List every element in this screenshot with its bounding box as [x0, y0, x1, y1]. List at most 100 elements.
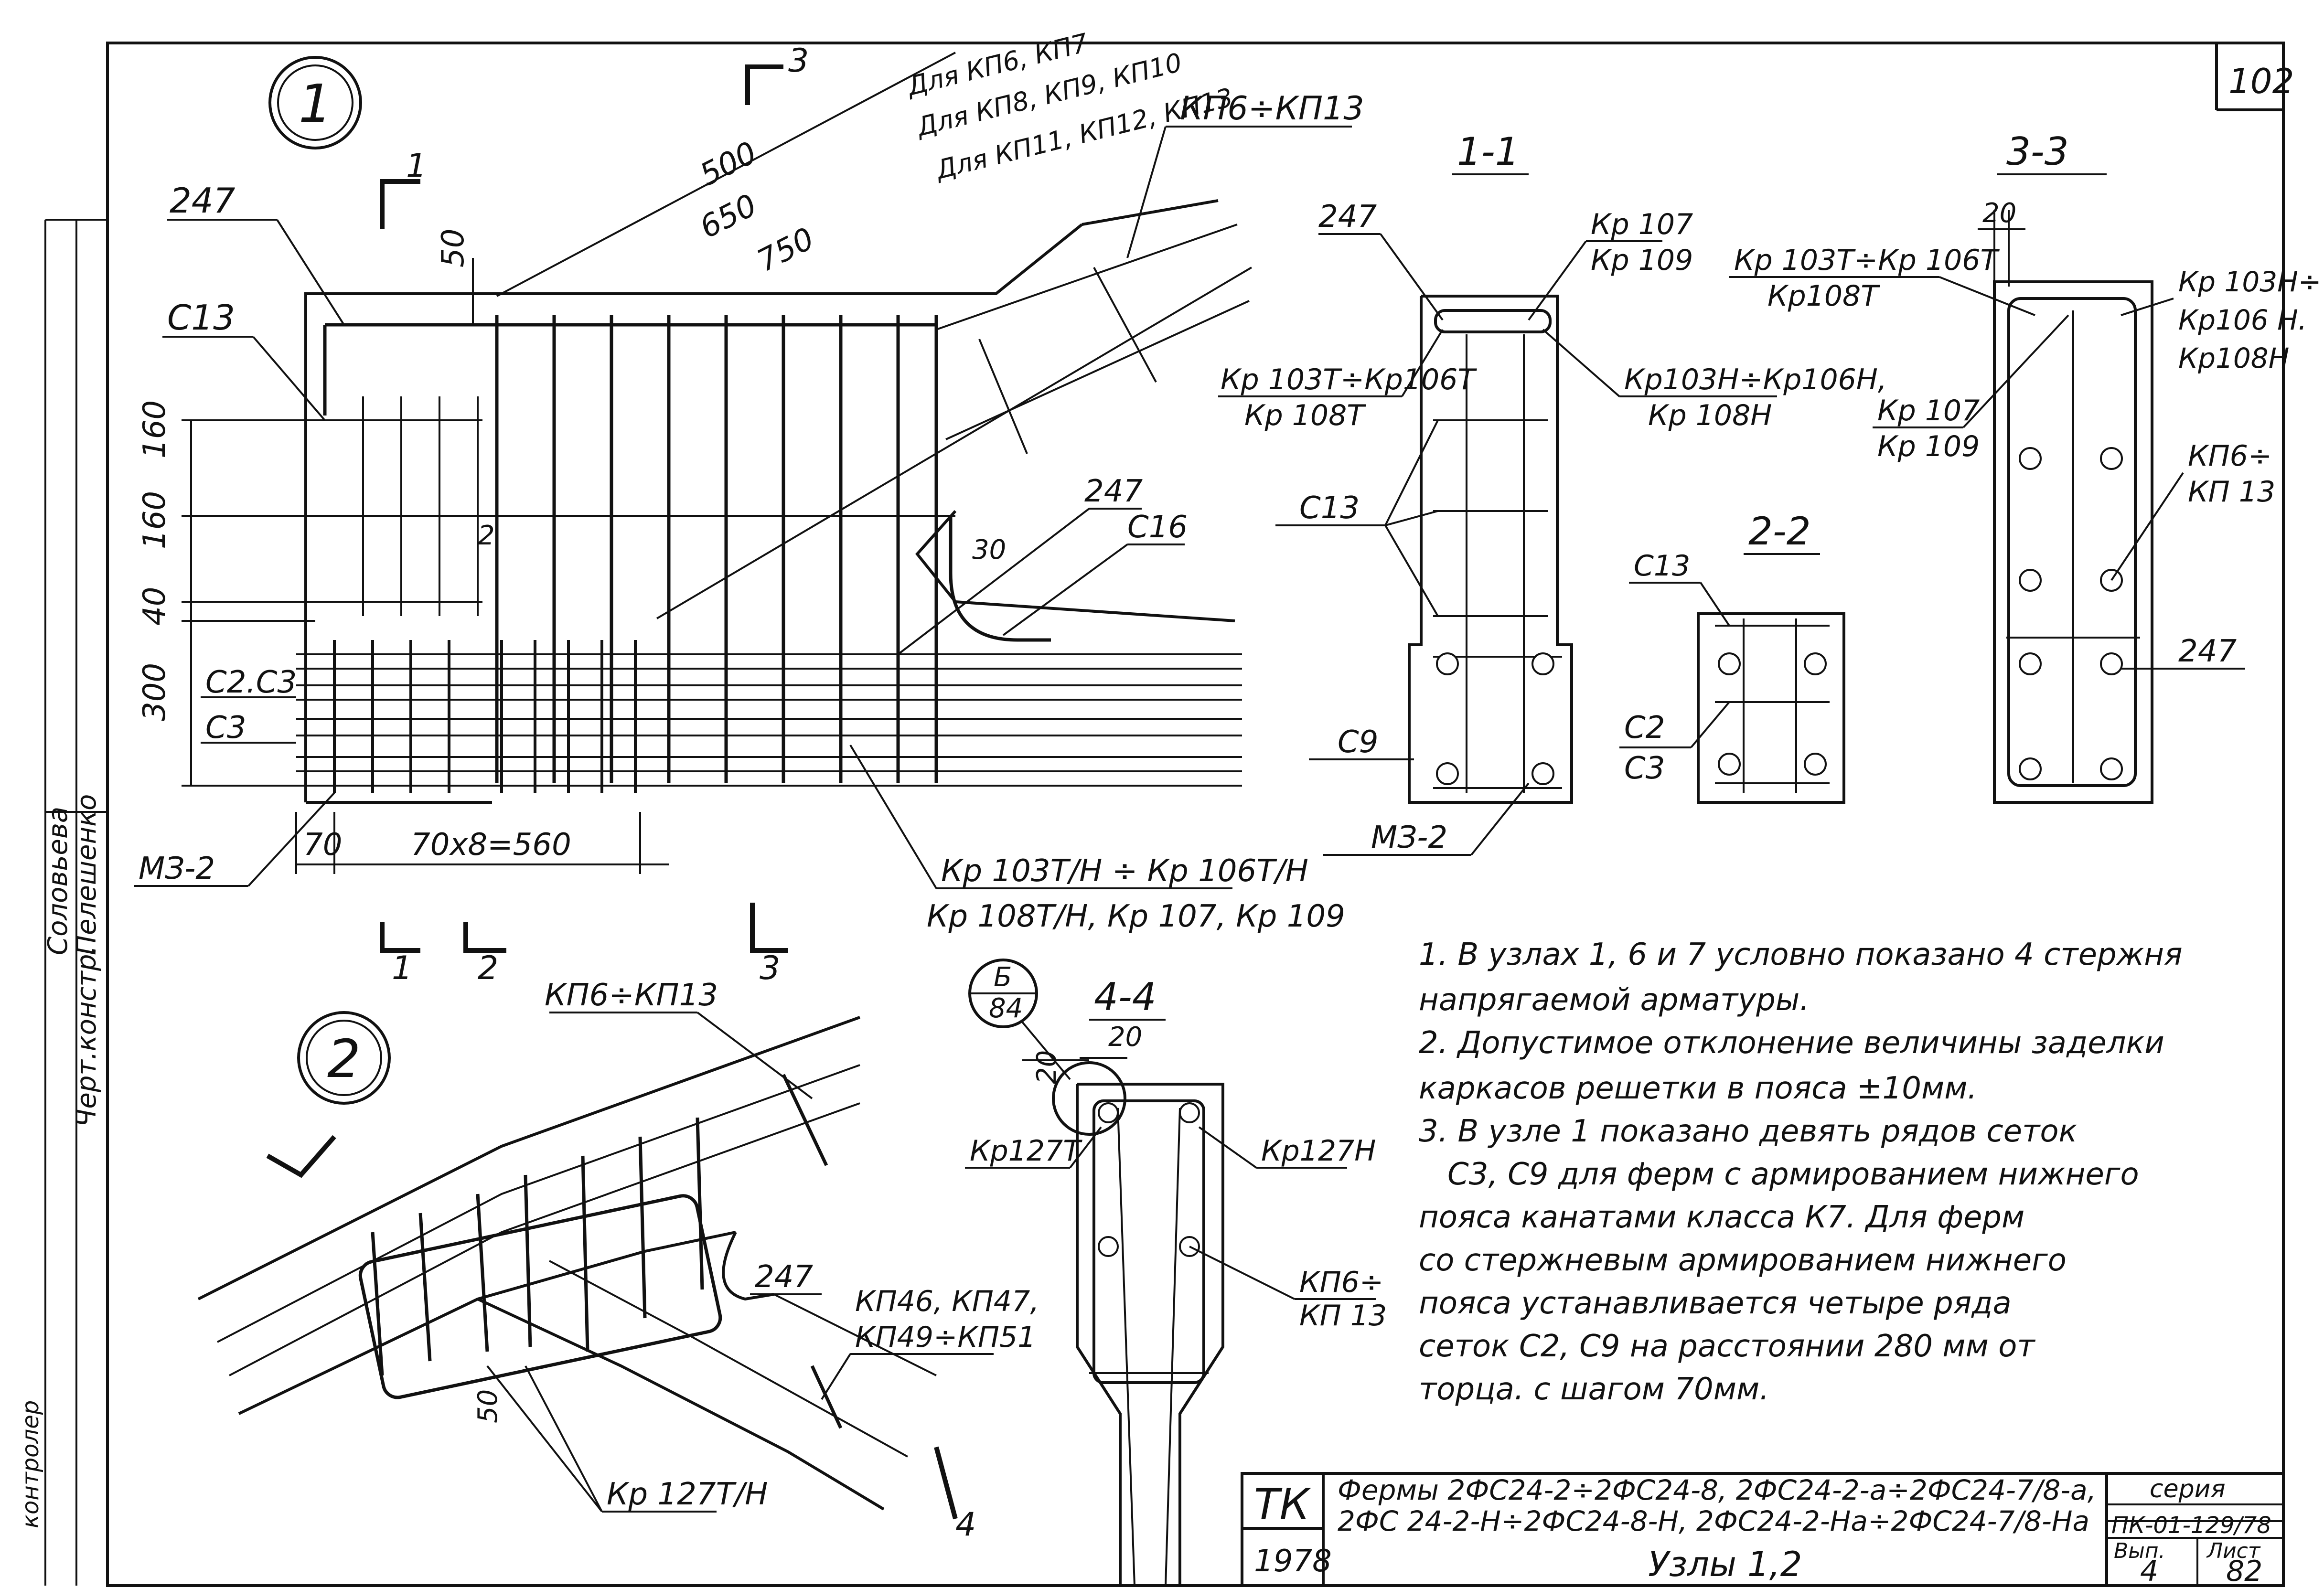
node-2-label-kp46: КП46, КП47,: [855, 1285, 1039, 1318]
cut-3-top-label: 3: [788, 42, 809, 80]
note-line-10: сеток С2, С9 на расстоянии 280 мм от: [1419, 1329, 2035, 1364]
section-3-3-label-kp109: Кр 109: [1877, 430, 1980, 463]
section-1-1-label-kp107: Кр 107: [1591, 208, 1693, 241]
node-1-dim-560: 70х8=560: [411, 827, 571, 863]
title-block-series-label: серия: [2150, 1475, 2226, 1503]
node-1-c16-curve: [949, 516, 1051, 642]
note-line-9: пояса устанавливается четыре ряда: [1419, 1286, 2012, 1321]
section-4-4-outline-left: [1076, 1084, 1122, 1586]
title-block-sheet-label: Лист: [2206, 1539, 2261, 1563]
node-1-dim-160b: 160: [137, 491, 172, 549]
section-4-4-callout-circle: [1052, 1061, 1126, 1136]
section-1-1-label-kp108h: Кр 108Н: [1648, 399, 1772, 432]
section-3-3-label-kp6: КП6÷: [2188, 439, 2272, 473]
section-4-4-label-kp127t: Кр127Т: [970, 1134, 1082, 1168]
section-3-3-title: 3-3: [2006, 129, 2069, 174]
node-1-dim-50: 50: [436, 229, 471, 267]
section-1-1-hole: [1436, 652, 1459, 675]
node-1-label-247: 247: [170, 181, 236, 221]
left-stamp-strip: Черт.констр. Пелешенко Соловьева контрол…: [17, 794, 102, 1528]
section-4-4-label-kp13: КП 13: [1299, 1299, 1387, 1332]
section-2-2: 2-2 С13 С2 С3: [1619, 509, 1845, 804]
title-block-org: ТК: [1254, 1480, 1311, 1529]
node-1-label-c16: С16: [1127, 510, 1188, 545]
section-1-1-top-bar: [1434, 309, 1552, 333]
title-block-subject: Узлы 1,2: [1648, 1544, 1802, 1584]
cut-mark-2-bottom: [463, 922, 506, 953]
title-block: ТК 1978 Фермы 2ФС24-2÷2ФС24-8, 2ФС24-2-а…: [1241, 1472, 2285, 1588]
title-block-sheet: 82: [2226, 1555, 2262, 1588]
node-1-dim-70: 70: [303, 827, 342, 863]
note-line-3: 2. Допустимое отклонение величины заделк…: [1419, 1025, 2164, 1061]
cut-2-bottom-label: 2: [478, 949, 498, 987]
section-2-2-outline: [1697, 612, 1845, 804]
title-block-year: 1978: [1254, 1544, 1332, 1579]
sheet-number: 102: [2228, 61, 2294, 101]
node-2-verticals: [371, 1074, 843, 1429]
node-1-dim-750: 750: [752, 221, 820, 279]
section-3-3-label-kp108t: Кр108Т: [1767, 279, 1880, 313]
node-2-top-chord-top: [197, 1016, 861, 1300]
leader-c13-b: [252, 336, 326, 421]
node-1-bottom-chord: [296, 653, 1242, 787]
node-2-marker-ring: [297, 1011, 391, 1105]
cut-mark-4: [934, 1446, 958, 1520]
node-1-vertical-bars: [495, 315, 938, 783]
node-1-dim-40: 40: [137, 587, 172, 626]
node-2-frame: [358, 1194, 722, 1399]
section-2-2-label-c13: С13: [1634, 549, 1690, 583]
leader-c16-b: [1002, 544, 1128, 636]
section-1-1-label-kp108t: Кр 108Т: [1244, 399, 1366, 432]
node-1-diag-top-edge: [1082, 199, 1219, 226]
cut-3-bottom-label: 3: [760, 949, 780, 987]
node-1-diag-stirrup-1: [978, 339, 1028, 454]
section-4-4-outline-right: [1077, 1083, 1224, 1586]
node-1-drawing: 1: [134, 28, 1364, 987]
note-line-6: С3, С9 для ферм с армированием нижнего: [1447, 1157, 2139, 1192]
section-3-3-outline: [1993, 280, 2153, 804]
section-4-4-ref-bottom: 84: [989, 993, 1023, 1024]
section-1-1-label-m32: МЗ-2: [1371, 820, 1447, 855]
section-3-3-label-kp13: КП 13: [2188, 475, 2275, 509]
note-line-11: торца. с шагом 70мм.: [1419, 1372, 1769, 1407]
section-2-2-label-c2: С2: [1624, 710, 1665, 746]
node-2-top-chord-bottom: [238, 1231, 736, 1415]
title-block-line-2: 2ФС 24-2-Н÷2ФС24-8-Н, 2ФС24-2-На÷2ФС24-7…: [1338, 1505, 2089, 1537]
section-1-1-label-kp109: Кр 109: [1591, 244, 1693, 277]
cut-2-mid-label: 2: [478, 520, 495, 551]
leader-m32-b: [247, 792, 335, 887]
node-1-dim-500: 500: [695, 135, 762, 193]
section-1-1-label-247: 247: [1318, 199, 1377, 234]
node-1-outline-top: [304, 223, 1083, 802]
section-4-4-dim-20a: 20: [1031, 1050, 1062, 1084]
node-1-diag-inner-2: [936, 224, 1238, 330]
node-2-label-kp127: Кр 127Т/Н: [607, 1477, 768, 1512]
node-1-dim-160a: 160: [137, 400, 172, 458]
section-4-4-hole: [1098, 1102, 1119, 1123]
section-4-4-ref-top: Б: [994, 962, 1012, 993]
note-line-2: напрягаемой арматуры.: [1419, 982, 1810, 1018]
section-4-4-title: 4-4: [1094, 975, 1157, 1019]
section-1-1-label-c9: С9: [1338, 725, 1378, 760]
note-line-4: каркасов решетки в пояса ±10мм.: [1419, 1071, 1977, 1106]
section-1-1-label-kp103t: Кр 103Т÷Кр106Т: [1221, 363, 1477, 396]
strip-text-3: Соловьева: [43, 807, 74, 955]
node-1-dim-300: 300: [137, 663, 172, 721]
section-2-2-hole: [1718, 652, 1741, 675]
notes-block: 1. В узлах 1, 6 и 7 условно показано 4 с…: [1419, 937, 2183, 1407]
section-4-4: 4-4 Б 84 20 20 Кр127Т Кр127Н КП6÷ КП 13: [965, 959, 1387, 1586]
node-1-label-m32: МЗ-2: [139, 851, 215, 886]
node-2-diag-top: [773, 1293, 937, 1376]
strip-text-2: Пелешенко: [71, 794, 102, 955]
node-1-label-kp-bottom-2: Кр 108Т/Н, Кр 107, Кр 109: [927, 899, 1345, 934]
section-3-3-label-kp108h: Кр108Н: [2178, 342, 2289, 374]
cut-1-bottom-label: 1: [392, 949, 412, 987]
section-4-4-frame: [1092, 1099, 1205, 1384]
node-2-top-chord-inner-1: [217, 1064, 860, 1343]
node-1-label-c2c3: С2.С3: [205, 665, 297, 700]
node-2-label-kp6-13: КП6÷КП13: [545, 978, 718, 1013]
node-1-dim-650: 650: [695, 188, 762, 245]
node-2-notch: [722, 1231, 774, 1301]
node-1-marker-inner: [277, 64, 353, 141]
cut-mark-4-top: [266, 1135, 336, 1178]
